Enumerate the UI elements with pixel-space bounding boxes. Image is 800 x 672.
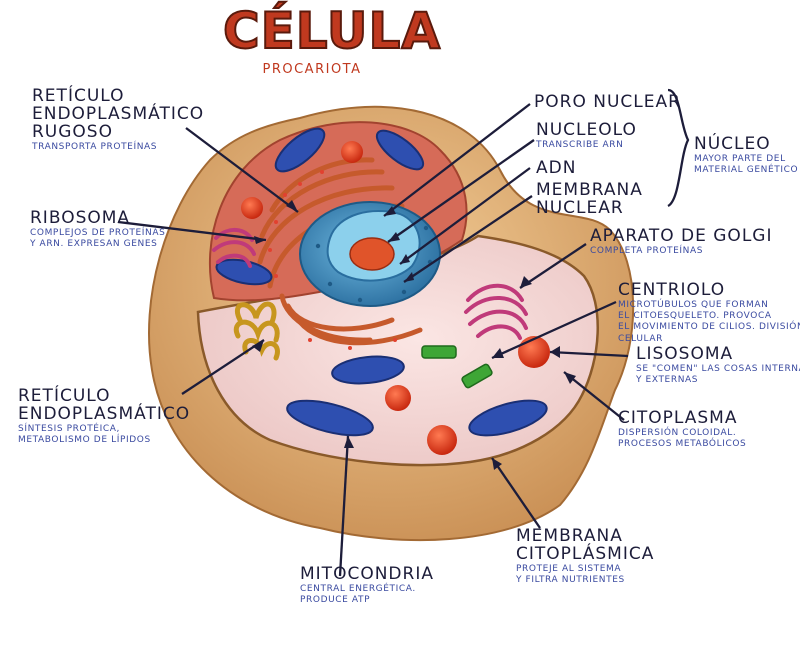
label-lisosoma: LISOSOMA SE "COMEN" LAS COSAS INTERNAS Y…	[636, 344, 800, 386]
label-title: MEMBRANA	[516, 526, 623, 546]
label-sub: PRODUCE ATP	[300, 595, 371, 606]
label-title: MITOCONDRIA	[300, 564, 434, 584]
label-sub: SÍNTESIS PROTÉICA,	[18, 423, 120, 434]
diagram-title: CÉLULA	[222, 1, 442, 61]
label-title: RUGOSO	[32, 121, 113, 142]
label-title: RIBOSOMA	[30, 208, 131, 228]
label-sub: EL MOVIMIENTO DE CILIOS. DIVISIÓN	[618, 322, 800, 333]
label-title: LISOSOMA	[636, 344, 734, 364]
label-sub: COMPLEJOS DE PROTEÍNAS	[30, 227, 166, 238]
label-title: APARATO DE GOLGI	[590, 226, 773, 246]
label-poro-nuclear: PORO NUCLEAR	[534, 92, 681, 112]
label-adn: ADN	[536, 158, 577, 178]
centrioles	[421, 345, 493, 389]
nucleolus	[349, 237, 395, 271]
label-mitocondria: MITOCONDRIA CENTRAL ENERGÉTICA. PRODUCE …	[300, 564, 434, 606]
label-nucleo: NÚCLEO MAYOR PARTE DEL MATERIAL GENÉTICO	[694, 134, 799, 176]
label-aparato-golgi: APARATO DE GOLGI COMPLETA PROTEÍNAS	[590, 226, 773, 257]
label-sub: EL CITOESQUELETO. PROVOCA	[618, 311, 772, 322]
label-title: NÚCLEO	[694, 134, 771, 154]
label-membrana-nuclear: MEMBRANA NUCLEAR	[536, 180, 643, 218]
label-title: CITOPLASMA	[618, 408, 738, 428]
label-title: RETÍCULO	[18, 386, 111, 406]
label-sub: Y EXTERNAS	[636, 375, 699, 386]
label-sub: CENTRAL ENERGÉTICA.	[300, 583, 416, 594]
label-title: ENDOPLASMÁTICO	[32, 103, 205, 124]
pointer-lines	[117, 88, 690, 577]
label-centriolo: CENTRIOLO MICROTÚBULOS QUE FORMAN EL CIT…	[618, 280, 800, 345]
label-sub: DISPERSIÓN COLOIDAL.	[618, 427, 737, 438]
label-sub: COMPLETA PROTEÍNAS	[590, 245, 704, 256]
label-reticulo-rugoso: RETÍCULO ENDOPLASMÁTICO RUGOSO TRANSPORT…	[32, 86, 205, 153]
diagram-subtitle: PROCARIOTA	[262, 62, 362, 77]
label-ribosoma: RIBOSOMA COMPLEJOS DE PROTEÍNAS Y ARN. E…	[30, 208, 166, 250]
label-title: ENDOPLASMÁTICO	[18, 403, 191, 424]
smooth-er	[233, 301, 280, 361]
label-sub: Y FILTRA NUTRIENTES	[516, 574, 625, 585]
label-title: ADN	[536, 158, 577, 178]
rough-er-ribosome-dots	[268, 170, 397, 350]
label-membrana-citoplasmica: MEMBRANA CITOPLÁSMICA PROTEJE AL SISTEMA…	[516, 526, 655, 586]
label-title: MEMBRANA	[536, 180, 643, 200]
label-title: RETÍCULO	[32, 86, 125, 106]
label-sub: TRANSPORTA PROTEÍNAS	[32, 141, 158, 152]
label-title: PORO NUCLEAR	[534, 92, 681, 112]
label-citoplasma: CITOPLASMA DISPERSIÓN COLOIDAL. PROCESOS…	[618, 408, 747, 450]
label-title: CENTRIOLO	[618, 280, 726, 300]
label-sub: PROCESOS METABÓLICOS	[618, 439, 747, 450]
label-sub: MICROTÚBULOS QUE FORMAN	[618, 299, 769, 310]
lysosomes	[241, 141, 550, 455]
pointer-arrowheads	[252, 200, 576, 470]
label-sub: Y ARN. EXPRESAN GENES	[30, 239, 158, 250]
label-sub: MATERIAL GENÉTICO	[694, 165, 799, 176]
nuclear-pores	[315, 225, 433, 303]
label-sub: MAYOR PARTE DEL	[694, 153, 786, 164]
label-sub: CELULAR	[618, 333, 663, 344]
label-title: CITOPLÁSMICA	[516, 543, 655, 564]
label-sub: METABOLISMO DE LÍPIDOS	[18, 434, 151, 445]
label-reticulo-liso: RETÍCULO ENDOPLASMÁTICO SÍNTESIS PROTÉIC…	[18, 386, 191, 446]
label-sub: PROTEJE AL SISTEMA	[516, 563, 622, 574]
golgi-apparatus	[464, 283, 528, 340]
label-sub: TRANSCRIBE ARN	[536, 139, 624, 150]
label-title: NUCLEAR	[536, 197, 624, 218]
mitochondria-group	[215, 127, 548, 437]
label-sub: SE "COMEN" LAS COSAS INTERNAS	[636, 363, 800, 374]
label-title: NUCLEOLO	[536, 120, 637, 140]
label-nucleolo: NUCLEOLO TRANSCRIBE ARN	[536, 120, 637, 151]
